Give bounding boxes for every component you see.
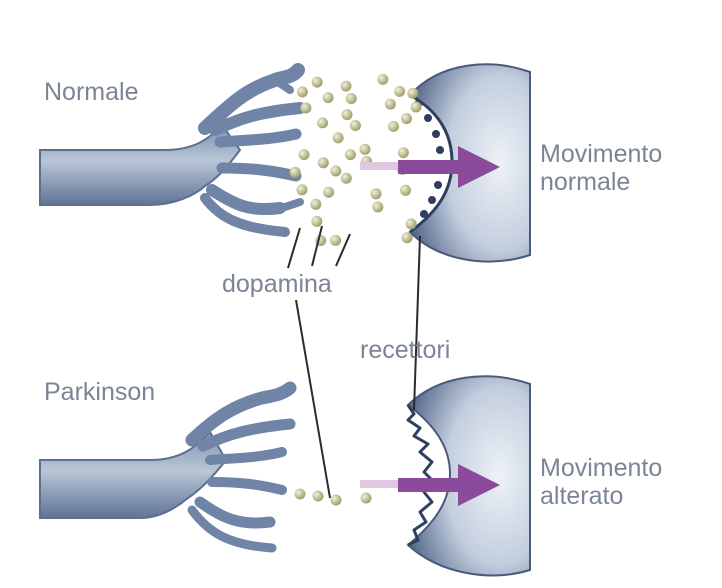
dopamine-dot [342, 109, 353, 120]
label-altered-movement-line1: Movimento [540, 454, 662, 482]
dopamine-dot [297, 86, 308, 97]
dopamine-dot [402, 232, 413, 243]
dopamine-dot [350, 120, 361, 131]
dopamine-dot [371, 188, 382, 199]
dopamine-dot [310, 199, 321, 210]
dopamine-dot [385, 99, 396, 110]
dopamine-dot [323, 92, 334, 103]
dopamine-dot [372, 202, 383, 213]
dopamine-dot [341, 81, 352, 92]
label-altered-movement-line2: alterato [540, 482, 662, 510]
dopamine-dot [394, 86, 405, 97]
dopamine-dots-parkinson [295, 489, 372, 506]
dopamine-dot [295, 489, 306, 500]
dopamine-dot [312, 77, 323, 88]
label-normal: Normale [44, 78, 138, 106]
dopamine-leader-2 [312, 226, 322, 266]
label-altered-movement: Movimento alterato [540, 454, 662, 510]
label-normal-movement-line2: normale [540, 168, 662, 196]
dopamine-dot [341, 173, 352, 184]
dopamine-dot [411, 102, 422, 113]
label-normal-movement-line1: Movimento [540, 140, 662, 168]
dopamine-dot [300, 103, 311, 114]
label-receptors: recettori [360, 336, 450, 364]
label-parkinson: Parkinson [44, 378, 155, 406]
dopamine-dot [333, 132, 344, 143]
dopamine-dot [323, 187, 334, 198]
dopamine-dot [317, 117, 328, 128]
label-normal-movement: Movimento normale [540, 140, 662, 196]
dopamine-dot [360, 144, 371, 155]
dopamine-dot [345, 149, 356, 160]
dopamine-dot [299, 149, 310, 160]
dopamine-dot [361, 493, 372, 504]
dopamine-dot [398, 147, 409, 158]
dopamine-dot [313, 491, 324, 502]
dopamine-dot [290, 167, 301, 178]
dopamine-dot [388, 121, 399, 132]
dopamine-dot [407, 88, 418, 99]
dopamine-dot [330, 166, 341, 177]
presynaptic-neuron-parkinson [40, 388, 290, 548]
dopamine-dots-normal [290, 74, 422, 246]
receptor-leader [414, 236, 420, 410]
dopamine-dot [330, 235, 341, 246]
dopamine-dot [346, 93, 357, 104]
dopamine-leader-1 [288, 228, 300, 268]
dopamine-dot [377, 74, 388, 85]
dopamine-dot [311, 216, 322, 227]
dopamine-dot [297, 184, 308, 195]
dopamine-dot [331, 495, 342, 506]
dopamine-dot [400, 185, 411, 196]
dopamine-leader-4 [296, 300, 330, 498]
label-dopamine: dopamina [222, 270, 332, 298]
dopamine-dot [318, 157, 329, 168]
dopamine-dot [401, 113, 412, 124]
dopamine-dot [406, 218, 417, 229]
